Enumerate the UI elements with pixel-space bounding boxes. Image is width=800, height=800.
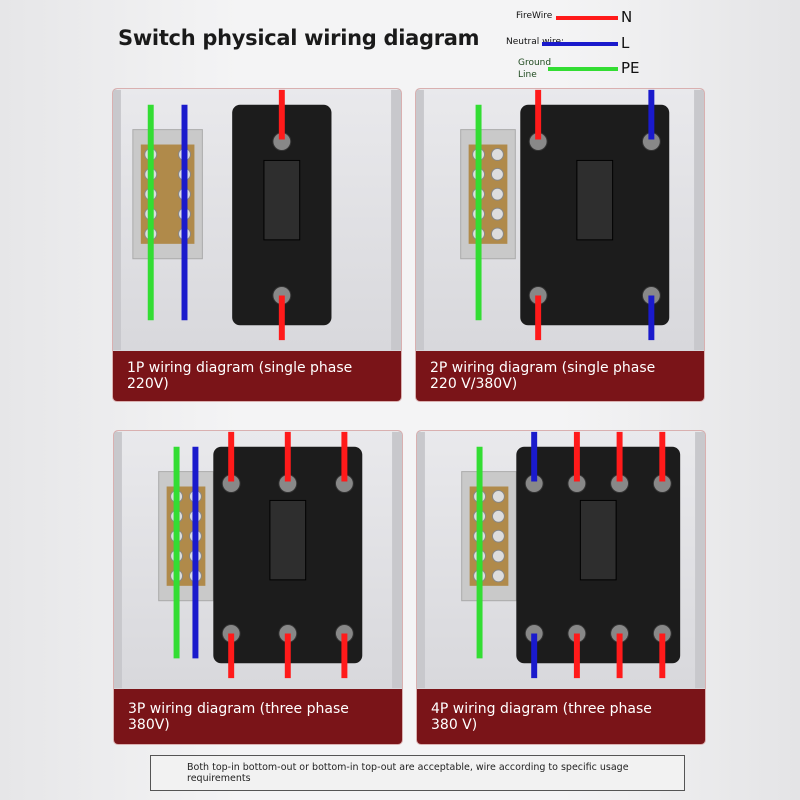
terminal-screw xyxy=(490,167,504,181)
legend-line-blue xyxy=(542,42,618,46)
legend-symbol-l: L xyxy=(621,34,630,52)
wiring-photo-4p xyxy=(417,431,705,689)
terminal-screw xyxy=(491,549,505,563)
terminal-screw xyxy=(491,509,505,523)
panel-1p: 1P wiring diagram (single phase 220V) xyxy=(112,88,402,402)
legend-label-neutral: Neutral wire: xyxy=(506,37,565,47)
terminal-screw xyxy=(491,529,505,543)
enclosure-edge xyxy=(416,89,424,351)
panel-caption: 2P wiring diagram (single phase 220 V/38… xyxy=(430,360,656,392)
terminal-screw xyxy=(491,569,505,583)
usage-note: Both top-in bottom-out or bottom-in top-… xyxy=(150,755,685,791)
terminal-screw xyxy=(490,227,504,241)
terminal-screw xyxy=(490,187,504,201)
panel-4p: 4P wiring diagram (three phase 380 V) xyxy=(416,430,706,745)
panel-photo xyxy=(417,431,705,689)
panel-photo xyxy=(113,89,401,351)
enclosure-edge xyxy=(694,89,704,351)
terminal-screw xyxy=(491,489,505,503)
wiring-photo-1p xyxy=(113,89,401,351)
panel-caption: 3P wiring diagram (three phase 380V) xyxy=(128,700,349,733)
switch-handle xyxy=(263,159,301,241)
panel-3p: 3P wiring diagram (three phase 380V) xyxy=(113,430,403,745)
legend-label-ground: Ground Line xyxy=(518,58,552,80)
terminal-screw xyxy=(490,148,504,161)
enclosure-edge xyxy=(417,431,425,689)
enclosure-edge xyxy=(695,431,705,689)
panel-caption: 4P wiring diagram (three phase 380 V) xyxy=(431,700,652,733)
legend-label-firewire: FireWire xyxy=(516,11,553,21)
terminal-screw xyxy=(490,207,504,221)
legend-symbol-n: N xyxy=(621,8,633,26)
switch-handle xyxy=(576,159,614,241)
panel-caption: 1P wiring diagram (single phase 220V) xyxy=(127,360,353,392)
wiring-photo-2p xyxy=(416,89,704,351)
legend-symbol-pe: PE xyxy=(621,59,640,77)
panel-photo xyxy=(416,89,704,351)
switch-handle xyxy=(269,499,307,581)
switch-handle xyxy=(579,499,617,581)
enclosure-edge xyxy=(113,89,121,351)
panel-photo xyxy=(114,431,402,689)
legend-line-green xyxy=(548,67,618,71)
enclosure-edge xyxy=(391,89,401,351)
enclosure-edge xyxy=(392,431,402,689)
page-title: Switch physical wiring diagram xyxy=(118,26,480,50)
wiring-photo-3p xyxy=(114,431,402,689)
panel-2p: 2P wiring diagram (single phase 220 V/38… xyxy=(415,88,705,402)
legend-line-red xyxy=(556,16,618,20)
enclosure-edge xyxy=(114,431,122,689)
